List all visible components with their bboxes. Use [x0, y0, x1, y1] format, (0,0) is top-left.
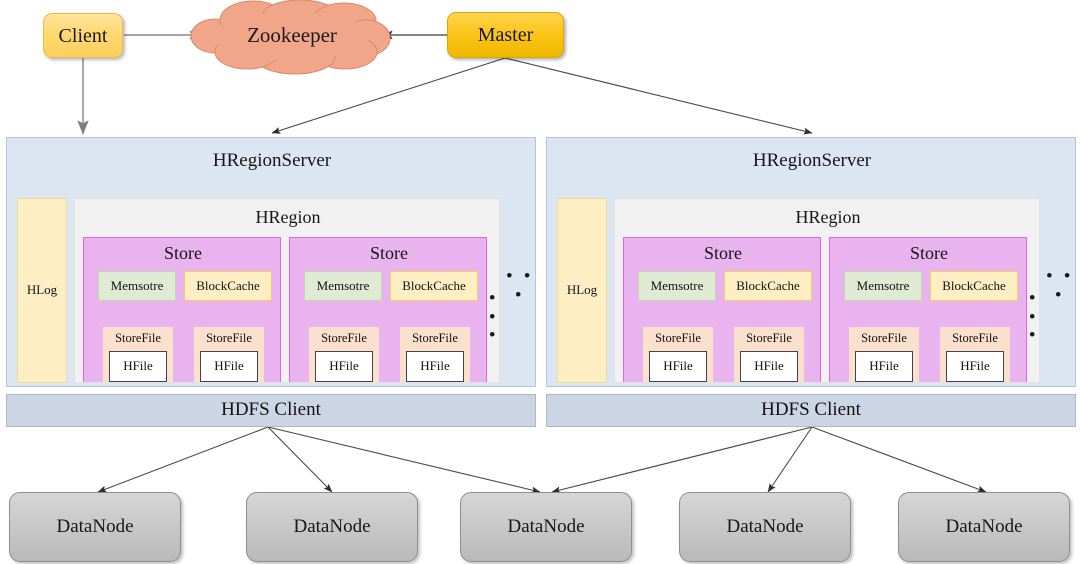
regionserver-title: HRegionServer: [212, 149, 332, 171]
blockcache-box[interactable]: BlockCache: [930, 271, 1018, 301]
storefile-label: StoreFile: [321, 331, 367, 345]
memstore-label: Memsotre: [856, 277, 910, 293]
storefile-box[interactable]: StoreFile HFile: [400, 327, 470, 382]
hfile-box[interactable]: HFile: [740, 350, 798, 382]
datanode-4[interactable]: DataNode: [679, 492, 851, 562]
arrow-master-to-regionserver-1: [271, 57, 506, 134]
hfile-box[interactable]: HFile: [946, 350, 1004, 382]
storefile-box[interactable]: StoreFile HFile: [103, 327, 173, 382]
store-ellipsis: • • •: [1029, 287, 1039, 345]
client-label: Client: [58, 24, 108, 47]
memstore-box[interactable]: Memsotre: [638, 271, 716, 301]
hlog-box[interactable]: HLog: [557, 198, 607, 383]
storefile-label: StoreFile: [412, 331, 458, 345]
hregion-box[interactable]: HRegion Store Memsotre BlockCache StoreF…: [614, 198, 1040, 383]
memstore-box[interactable]: Memsotre: [304, 271, 382, 301]
hfile-box[interactable]: HFile: [109, 350, 167, 382]
store-box[interactable]: Store Memsotre BlockCache StoreFile HFil…: [623, 237, 821, 382]
store-ellipsis: • • •: [489, 287, 499, 345]
hregion-ellipsis: • • •: [1046, 266, 1074, 304]
regionserver-panel-2[interactable]: HRegionServer HLog HRegion Store Memsotr…: [546, 137, 1076, 387]
hdfs-client-2[interactable]: HDFS Client: [546, 394, 1076, 427]
hregion-box[interactable]: HRegion Store Memsotre BlockCache StoreF…: [74, 198, 500, 383]
blockcache-label: BlockCache: [942, 277, 1006, 293]
store-box[interactable]: Store Memsotre BlockCache StoreFile HFil…: [829, 237, 1027, 382]
zookeeper-label: Zookeeper: [247, 23, 337, 48]
arrow-master-to-regionserver-2: [504, 57, 813, 135]
hfile-box[interactable]: HFile: [200, 350, 258, 382]
storefile-box[interactable]: StoreFile HFile: [643, 327, 713, 382]
datanode-label: DataNode: [945, 515, 1023, 537]
hlog-box[interactable]: HLog: [17, 198, 67, 383]
hlog-label: HLog: [566, 282, 598, 298]
storefile-box[interactable]: StoreFile HFile: [309, 327, 379, 382]
blockcache-box[interactable]: BlockCache: [390, 271, 478, 301]
blockcache-box[interactable]: BlockCache: [724, 271, 812, 301]
memstore-box[interactable]: Memsotre: [98, 271, 176, 301]
hregion-title: HRegion: [255, 207, 321, 228]
storefile-label: StoreFile: [655, 331, 701, 345]
hfile-box[interactable]: HFile: [406, 350, 464, 382]
datanode-1[interactable]: DataNode: [9, 492, 181, 562]
storefile-label: StoreFile: [115, 331, 161, 345]
hfile-box[interactable]: HFile: [649, 350, 707, 382]
hdfs-client-label: HDFS Client: [761, 399, 861, 421]
storefile-label: StoreFile: [952, 331, 998, 345]
hfile-box[interactable]: HFile: [855, 350, 913, 382]
memstore-label: Memsotre: [316, 277, 370, 293]
memstore-box[interactable]: Memsotre: [844, 271, 922, 301]
storefile-box[interactable]: StoreFile HFile: [194, 327, 264, 382]
hfile-box[interactable]: HFile: [315, 350, 373, 382]
client-node[interactable]: Client: [43, 13, 123, 58]
memstore-label: Memsotre: [110, 277, 164, 293]
arrow-hdfsclient-2-to-datanodes: [551, 426, 987, 494]
hregion-ellipsis: • • •: [506, 266, 534, 304]
blockcache-label: BlockCache: [402, 277, 466, 293]
store-title: Store: [164, 243, 202, 264]
datanode-label: DataNode: [56, 515, 134, 537]
blockcache-label: BlockCache: [196, 277, 260, 293]
datanode-label: DataNode: [507, 515, 585, 537]
blockcache-box[interactable]: BlockCache: [184, 271, 272, 301]
store-title: Store: [370, 243, 408, 264]
master-node[interactable]: Master: [447, 12, 564, 58]
hregion-title: HRegion: [795, 207, 861, 228]
store-title: Store: [910, 243, 948, 264]
datanode-label: DataNode: [293, 515, 371, 537]
storefile-box[interactable]: StoreFile HFile: [940, 327, 1010, 382]
blockcache-label: BlockCache: [736, 277, 800, 293]
storefile-label: StoreFile: [746, 331, 792, 345]
master-label: Master: [477, 24, 534, 46]
store-box[interactable]: Store Memsotre BlockCache StoreFile HFil…: [289, 237, 487, 382]
hlog-label: HLog: [26, 282, 58, 298]
hdfs-client-1[interactable]: HDFS Client: [6, 394, 536, 427]
storefile-box[interactable]: StoreFile HFile: [849, 327, 919, 382]
datanode-5[interactable]: DataNode: [898, 492, 1070, 562]
storefile-label: StoreFile: [861, 331, 907, 345]
hdfs-client-label: HDFS Client: [221, 399, 321, 421]
datanode-label: DataNode: [726, 515, 804, 537]
store-box[interactable]: Store Memsotre BlockCache StoreFile HFil…: [83, 237, 281, 382]
regionserver-title: HRegionServer: [752, 149, 872, 171]
regionserver-panel-1[interactable]: HRegionServer HLog HRegion Store Memsotr…: [6, 137, 536, 387]
storefile-box[interactable]: StoreFile HFile: [734, 327, 804, 382]
arrow-hdfsclient-1-to-datanodes: [97, 426, 541, 494]
store-title: Store: [704, 243, 742, 264]
datanode-3[interactable]: DataNode: [460, 492, 632, 562]
storefile-label: StoreFile: [206, 331, 252, 345]
datanode-2[interactable]: DataNode: [246, 492, 418, 562]
memstore-label: Memsotre: [650, 277, 704, 293]
